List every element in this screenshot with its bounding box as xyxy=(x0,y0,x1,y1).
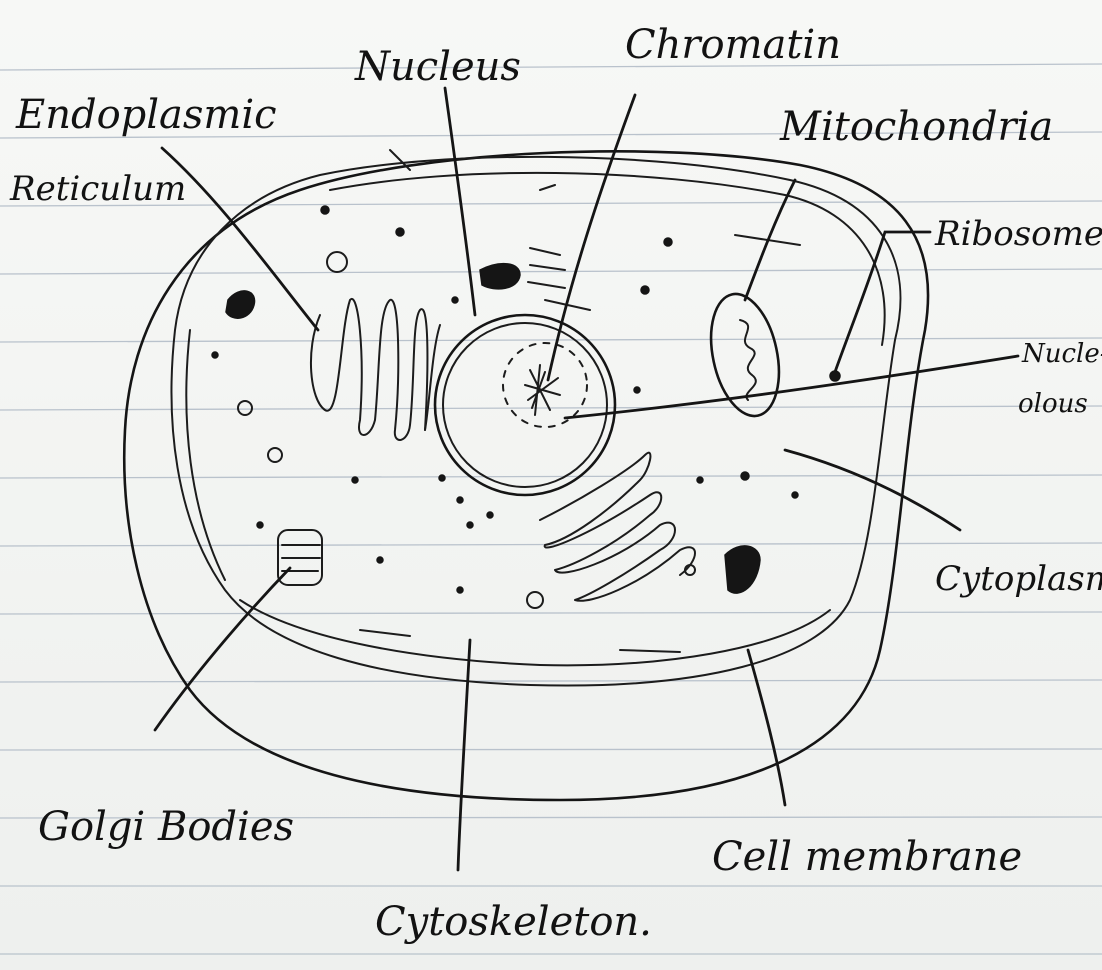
label-mitochondria: Mitochondria xyxy=(779,104,1053,150)
label-chromatin: Chromatin xyxy=(625,22,841,68)
mitochondria-organelle xyxy=(701,288,789,423)
label-cell-membrane: Cell membrane xyxy=(712,834,1022,880)
label-golgi-bodies: Golgi Bodies xyxy=(38,804,294,850)
label-endoplasmic: Endoplasmic xyxy=(15,92,277,138)
cell-membrane-inner xyxy=(172,157,901,686)
label-cytoskeleton: Cytoskeleton. xyxy=(375,899,652,945)
label-reticulum: Reticulum xyxy=(9,169,186,209)
label-nucleus: Nucleus xyxy=(354,44,521,90)
label-nucleolus-2: olous xyxy=(1018,389,1088,419)
golgi-body-small xyxy=(278,530,322,585)
label-cytoplasm: Cytoplasm xyxy=(935,559,1102,599)
endoplasmic-reticulum xyxy=(311,299,427,440)
nucleus xyxy=(435,315,615,495)
golgi-stack xyxy=(540,453,695,601)
label-nucleolus-1: Nucle- xyxy=(1021,339,1102,369)
label-ribosomes: Ribosomes xyxy=(934,214,1102,254)
